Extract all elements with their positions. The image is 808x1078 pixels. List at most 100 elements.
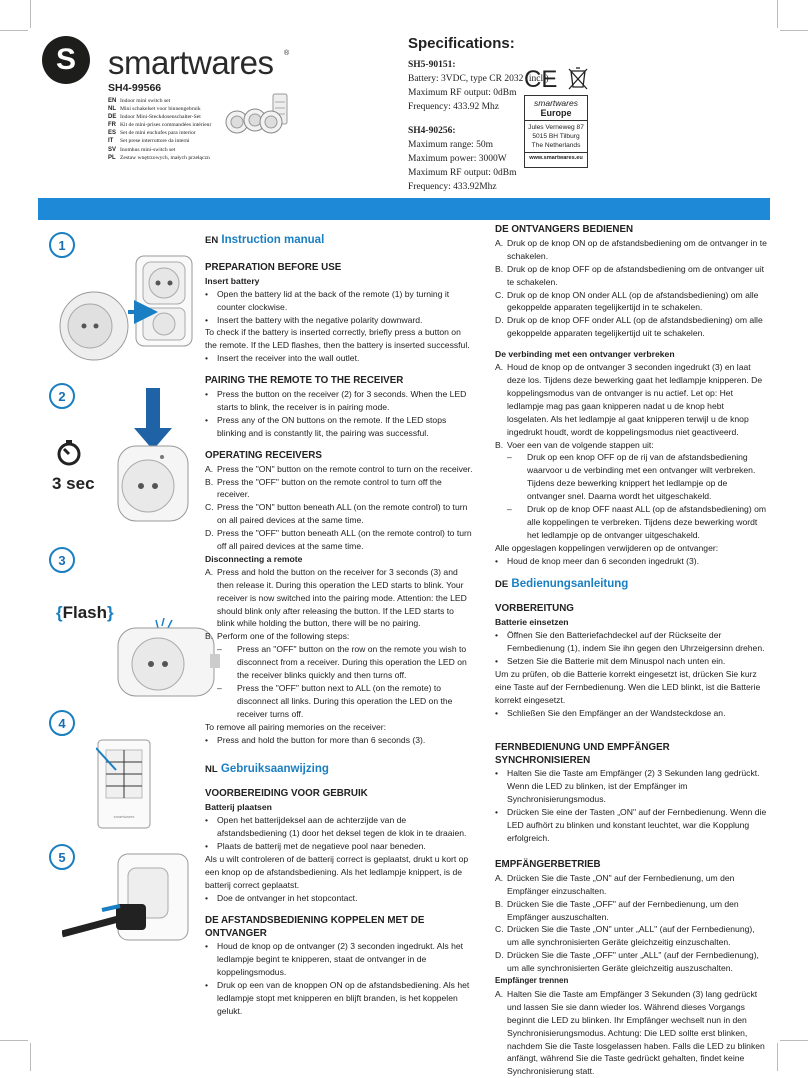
spec-line: Frequency: 433.92Mhz <box>408 182 497 192</box>
item-marker: A. <box>205 566 214 577</box>
paragraph: Um zu prüfen, ob die Batterie korrekt ei… <box>495 669 761 705</box>
item-text: Press and hold the button for more than … <box>217 734 426 745</box>
list-item: – Druk op een knop OFF op de rij van de a… <box>495 451 767 503</box>
item-marker: – <box>507 452 512 463</box>
list-item: •Doe de ontvanger in het stopcontact. <box>205 892 473 905</box>
crop-mark <box>30 0 31 28</box>
item-text: Setzen Sie die Batterie mit dem Minuspol… <box>507 656 726 667</box>
crop-mark <box>780 1040 808 1041</box>
item-marker: • <box>495 555 499 566</box>
header-bar <box>38 198 770 220</box>
illustration-led-flash <box>117 617 220 697</box>
item-text: Press the "OFF" button beneath ALL (on t… <box>217 528 472 552</box>
item-marker: B. <box>205 476 214 487</box>
step-number-2: 2 <box>49 383 75 409</box>
crop-mark <box>0 30 28 31</box>
item-text: Voer een van de volgende stappen uit: <box>507 439 654 450</box>
de-prep-sub: Batterie einsetzen <box>495 617 569 628</box>
item-marker: A. <box>495 988 504 999</box>
de-title: DE Bedienungsanleitung <box>495 577 629 590</box>
item-text: Drücken Sie die Taste „OFF" unter „ALL" … <box>507 950 759 961</box>
illustration-press-button <box>117 388 189 522</box>
item-marker: • <box>495 630 499 641</box>
list-item: •Setzen Sie die Batterie mit dem Minuspo… <box>495 655 767 668</box>
column-left: EN Instruction manual PREPARATION BEFORE… <box>205 230 473 1018</box>
list-item: •Open the battery lid at the back of the… <box>205 288 473 314</box>
item-marker: D. <box>495 950 504 961</box>
nl-op-title: DE ONTVANGERS BEDIENEN <box>495 224 634 235</box>
list-item: •Halten Sie die Taste am Empfänger (2) 3… <box>495 767 767 806</box>
item-marker: • <box>205 414 209 425</box>
item-text: Druk op een van de knoppen ON op de afst… <box>217 980 470 1016</box>
list-item: D.Druk op de knop OFF onder ALL (op de a… <box>495 314 767 340</box>
item-marker: • <box>205 314 209 325</box>
item-text: Perform one of the following steps: <box>217 631 350 642</box>
brand-name: smartwares <box>108 44 274 81</box>
step-number-3: 3 <box>49 547 75 573</box>
product-image <box>225 93 288 134</box>
item-text: Halten Sie die Taste am Empfänger 3 Seku… <box>507 988 765 1077</box>
item-marker: • <box>495 707 499 718</box>
list-item: C.Press the "ON" button beneath ALL (on … <box>205 501 473 527</box>
item-marker: D. <box>495 315 504 326</box>
en-prep-para: To check if the battery is inserted corr… <box>205 327 470 351</box>
nl-disc-sub: De verbinding met een ontvanger verbreke… <box>495 349 675 360</box>
specifications: Specifications: SH5-90151: Battery: 3VDC… <box>408 35 549 194</box>
item-text: Öffnen Sie den Batteriefachdeckel auf de… <box>507 630 765 654</box>
eu-url: www.smartwares.eu <box>525 152 587 161</box>
list-item: • Press any of the ON buttons on the remo… <box>205 414 473 440</box>
item-text: Press and hold the button on the receive… <box>217 566 467 629</box>
nl-prep-title: VOORBEREIDING VOOR GEBRUIK <box>205 788 368 800</box>
spec-line: Frequency: 433.92 Mhz <box>408 102 500 112</box>
item-text: Drücken Sie die Taste „OFF" auf der Fern… <box>507 898 739 922</box>
item-text: Insert the receiver into the wall outlet… <box>217 353 360 364</box>
list-item: D.Drücken Sie die Taste „OFF" unter „ALL… <box>495 949 767 962</box>
list-item: D.Press the "OFF" button beneath ALL (on… <box>205 527 473 553</box>
spec-line: Maximum range: 50m <box>408 140 493 150</box>
list-item: •Press the button on the receiver (2) fo… <box>205 388 473 414</box>
item-text: Druk op een knop OFF op de rij van de af… <box>527 452 756 502</box>
item-text: Insert the battery with the negative pol… <box>217 314 423 325</box>
item-marker: • <box>205 892 209 903</box>
eu-brand: smartwares <box>534 98 578 108</box>
list-item: A.Houd de knop op de ontvanger 3 seconde… <box>495 361 767 438</box>
en-op-title: OPERATING RECEIVERS <box>205 449 322 461</box>
item-text: Druk op de knop ON op de afstandsbedieni… <box>507 237 767 261</box>
item-marker: B. <box>495 439 504 450</box>
de-prep-title: VORBEREITUNG <box>495 603 574 615</box>
list-item: B.Druk op de knop OFF op de afstandsbedi… <box>495 263 767 289</box>
item-text: Press any of the ON buttons on the remot… <box>217 414 447 438</box>
item-marker: • <box>205 734 209 745</box>
item-marker: B. <box>495 898 504 909</box>
item-text: Press the "ON" button on the remote cont… <box>217 463 473 474</box>
paragraph: Als u wilt controleren of de batterij co… <box>205 853 469 890</box>
item-text: Druk op de knop OFF op de afstandsbedien… <box>507 263 765 287</box>
item-marker: • <box>205 288 209 299</box>
specs-title: Specifications: <box>408 35 515 52</box>
list-item: •Druk op een van de knoppen ON op de afs… <box>205 979 473 1018</box>
paragraph: Alle opgeslagen koppelingen verwijderen … <box>495 542 719 553</box>
item-marker: D. <box>205 528 214 539</box>
item-marker: A. <box>495 362 504 373</box>
spec-line: Maximum RF output: 0dBm <box>408 88 517 98</box>
crop-mark <box>0 1040 28 1041</box>
de-disc-sub: Empfänger trennen <box>495 976 569 986</box>
item-text: Druk op de knop OFF naast ALL (op de afs… <box>527 504 767 540</box>
list-item: um alle synchronisierten Geräte gleichze… <box>495 962 767 975</box>
list-item: A.Druk op de knop ON op de afstandsbedie… <box>495 237 767 263</box>
list-item: •Insert the receiver into the wall outle… <box>205 352 473 365</box>
en-disc-sub: Disconnecting a remote <box>205 553 303 564</box>
item-marker <box>495 962 507 975</box>
spec-block1-title: SH5-90151: <box>408 60 456 70</box>
item-marker: • <box>205 841 209 852</box>
list-item: B.Perform one of the following steps: <box>205 630 473 643</box>
list-item: –Press an "OFF" button on the row on the… <box>205 643 473 682</box>
item-text: Open het batterijdeksel aan de achterzij… <box>217 815 467 839</box>
item-text: Press the button on the receiver (2) for… <box>217 389 467 412</box>
step-number-5: 5 <box>49 844 75 870</box>
spec-line: Maximum power: 3000W <box>408 154 507 164</box>
de-op-title: EMPFÄNGERBETRIEB <box>495 858 601 870</box>
list-item: A.Drücken Sie die Taste „ON" auf der Fer… <box>495 872 767 898</box>
item-text: Houd de knop op de ontvanger 3 seconden … <box>507 362 763 437</box>
